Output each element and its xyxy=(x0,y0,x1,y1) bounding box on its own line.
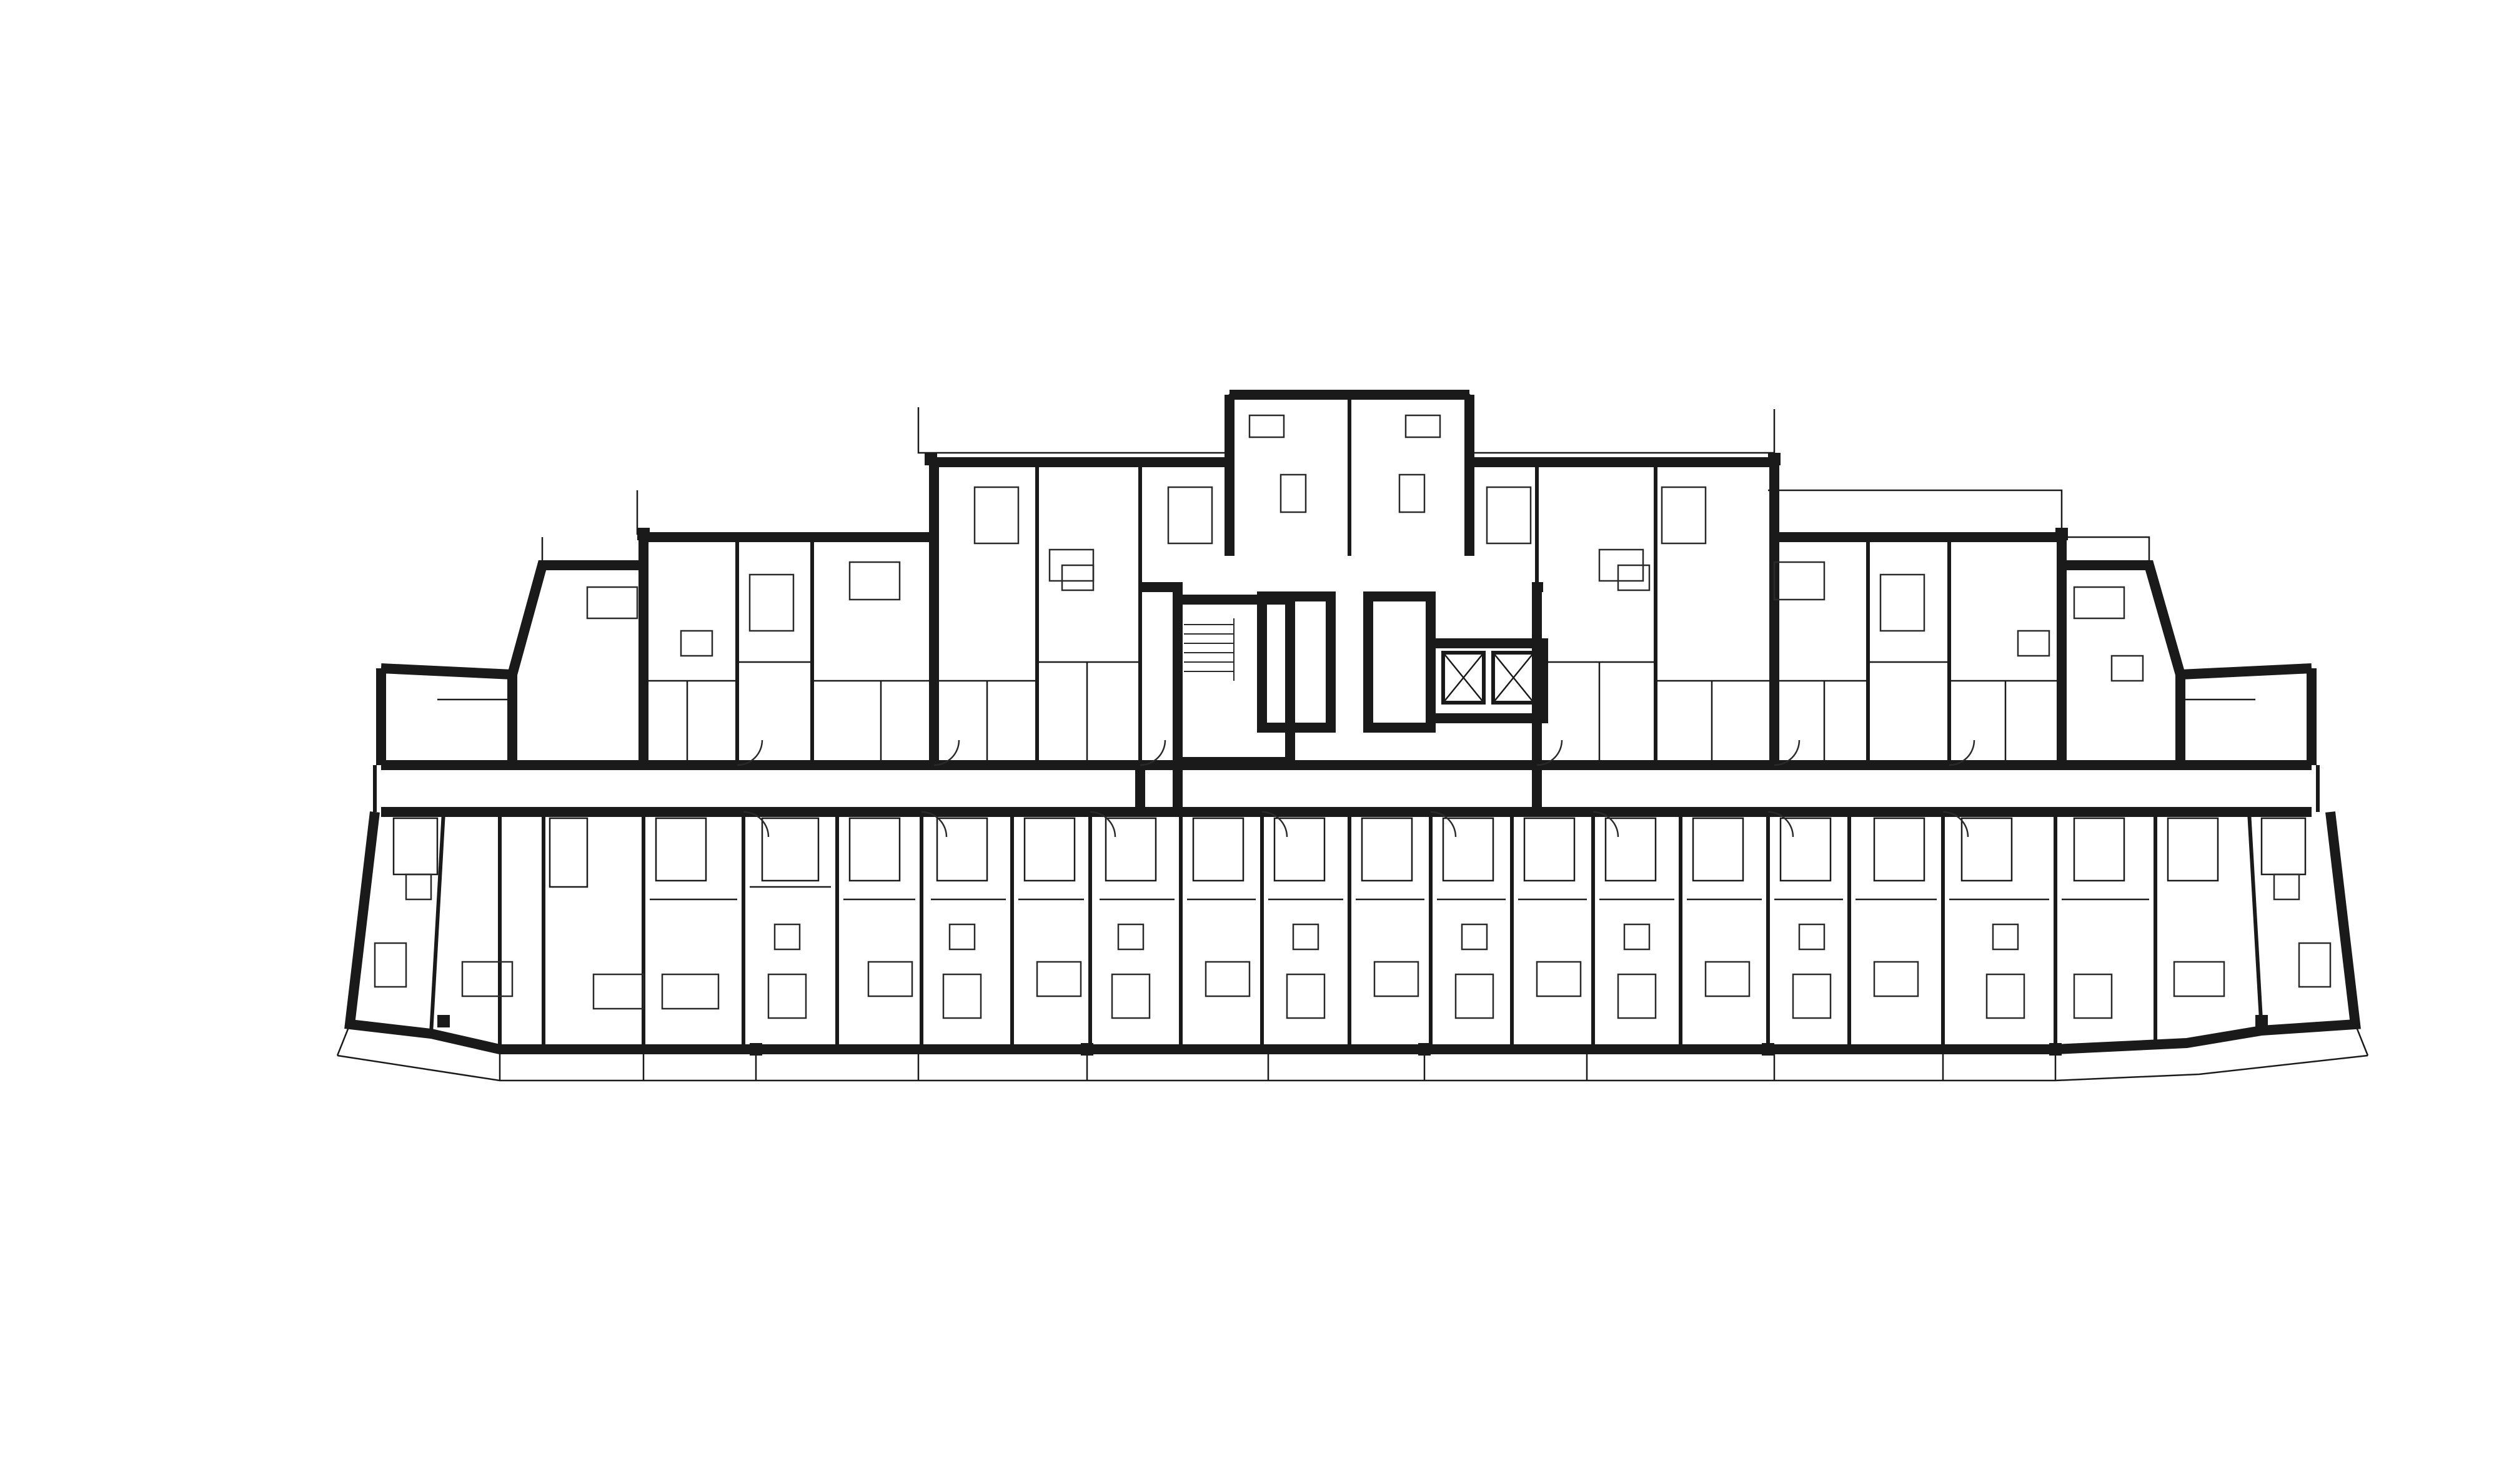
elevator-x-1 xyxy=(1443,652,1484,703)
furniture xyxy=(374,414,2332,1019)
south-kitchen-lines xyxy=(650,886,2149,901)
columns xyxy=(437,453,2268,1056)
door-swings xyxy=(737,740,1975,838)
south-unit-walls xyxy=(429,811,2263,1049)
north-terrace-line-outer-right xyxy=(2055,536,2150,565)
central-corridor xyxy=(373,765,2320,817)
south-wing xyxy=(336,811,2369,1082)
north-unit-walls xyxy=(735,395,1951,765)
elevator-car-1 xyxy=(1441,651,1486,705)
north-wing-outer-wall xyxy=(507,390,2185,765)
stair-treads xyxy=(1184,618,1235,681)
north-terrace-line-left xyxy=(636,490,931,535)
south-bath-cores xyxy=(392,817,2307,888)
north-pod-left xyxy=(376,663,513,770)
north-terrace-line-right xyxy=(1768,489,2063,534)
north-pod-right xyxy=(2180,663,2317,770)
shaft-left xyxy=(1257,591,1336,733)
north-terrace-line xyxy=(917,393,1776,454)
shaft-right xyxy=(1363,591,1436,733)
lobby-walls xyxy=(1135,582,1543,812)
north-partitions xyxy=(437,661,2255,765)
elevator-x-2 xyxy=(1493,652,1534,703)
south-balcony-posts xyxy=(499,1049,2057,1081)
north-wing xyxy=(376,390,2317,770)
central-core xyxy=(1135,582,1548,812)
